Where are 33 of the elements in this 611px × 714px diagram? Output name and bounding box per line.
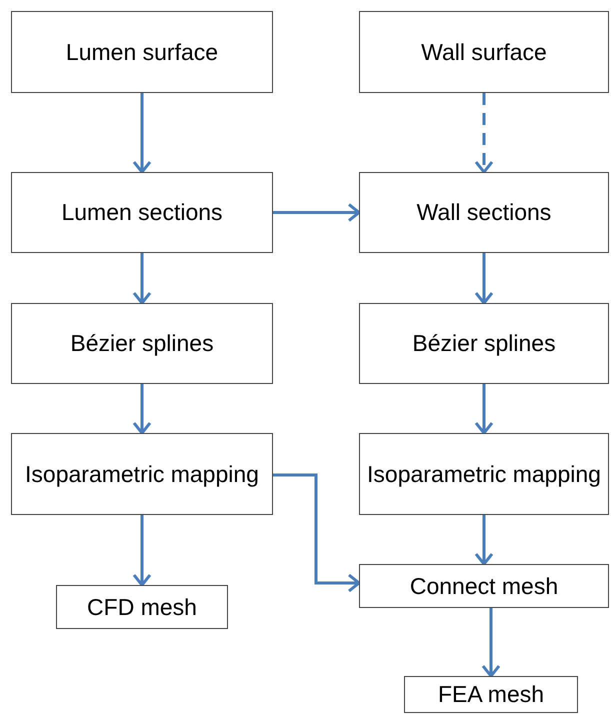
box-label: Lumen surface	[64, 38, 220, 67]
box-label: Bézier splines	[69, 329, 215, 358]
arrow	[273, 474, 360, 592]
box-label: Wall sections	[416, 198, 552, 228]
arrow	[132, 253, 152, 304]
arrow	[132, 384, 152, 434]
process-box	[359, 433, 609, 515]
arrow	[474, 515, 494, 566]
arrow	[132, 93, 152, 174]
box-label: CFD mesh	[86, 592, 198, 622]
process-box	[359, 564, 609, 608]
box-label: Bézier splines	[411, 329, 557, 358]
process-box	[359, 11, 609, 93]
arrow	[474, 253, 494, 304]
box-label: FEA mesh	[436, 680, 546, 710]
process-box	[11, 433, 273, 515]
box-label: Connect mesh	[408, 572, 560, 601]
process-box	[359, 303, 609, 384]
process-box	[11, 303, 273, 384]
process-box	[56, 585, 228, 629]
process-box	[11, 172, 273, 253]
arrow	[273, 203, 360, 222]
arrow	[474, 384, 494, 434]
box-label: Lumen sections	[60, 198, 224, 228]
arrow	[132, 515, 152, 586]
arrow	[482, 608, 500, 678]
box-label: Wall surface	[420, 38, 548, 67]
process-box	[11, 11, 273, 93]
process-box	[404, 676, 578, 713]
arrow	[474, 93, 494, 174]
box-label: Isoparametric mapping	[24, 460, 260, 489]
process-box	[359, 172, 609, 253]
box-label: Isoparametric mapping	[366, 460, 602, 489]
